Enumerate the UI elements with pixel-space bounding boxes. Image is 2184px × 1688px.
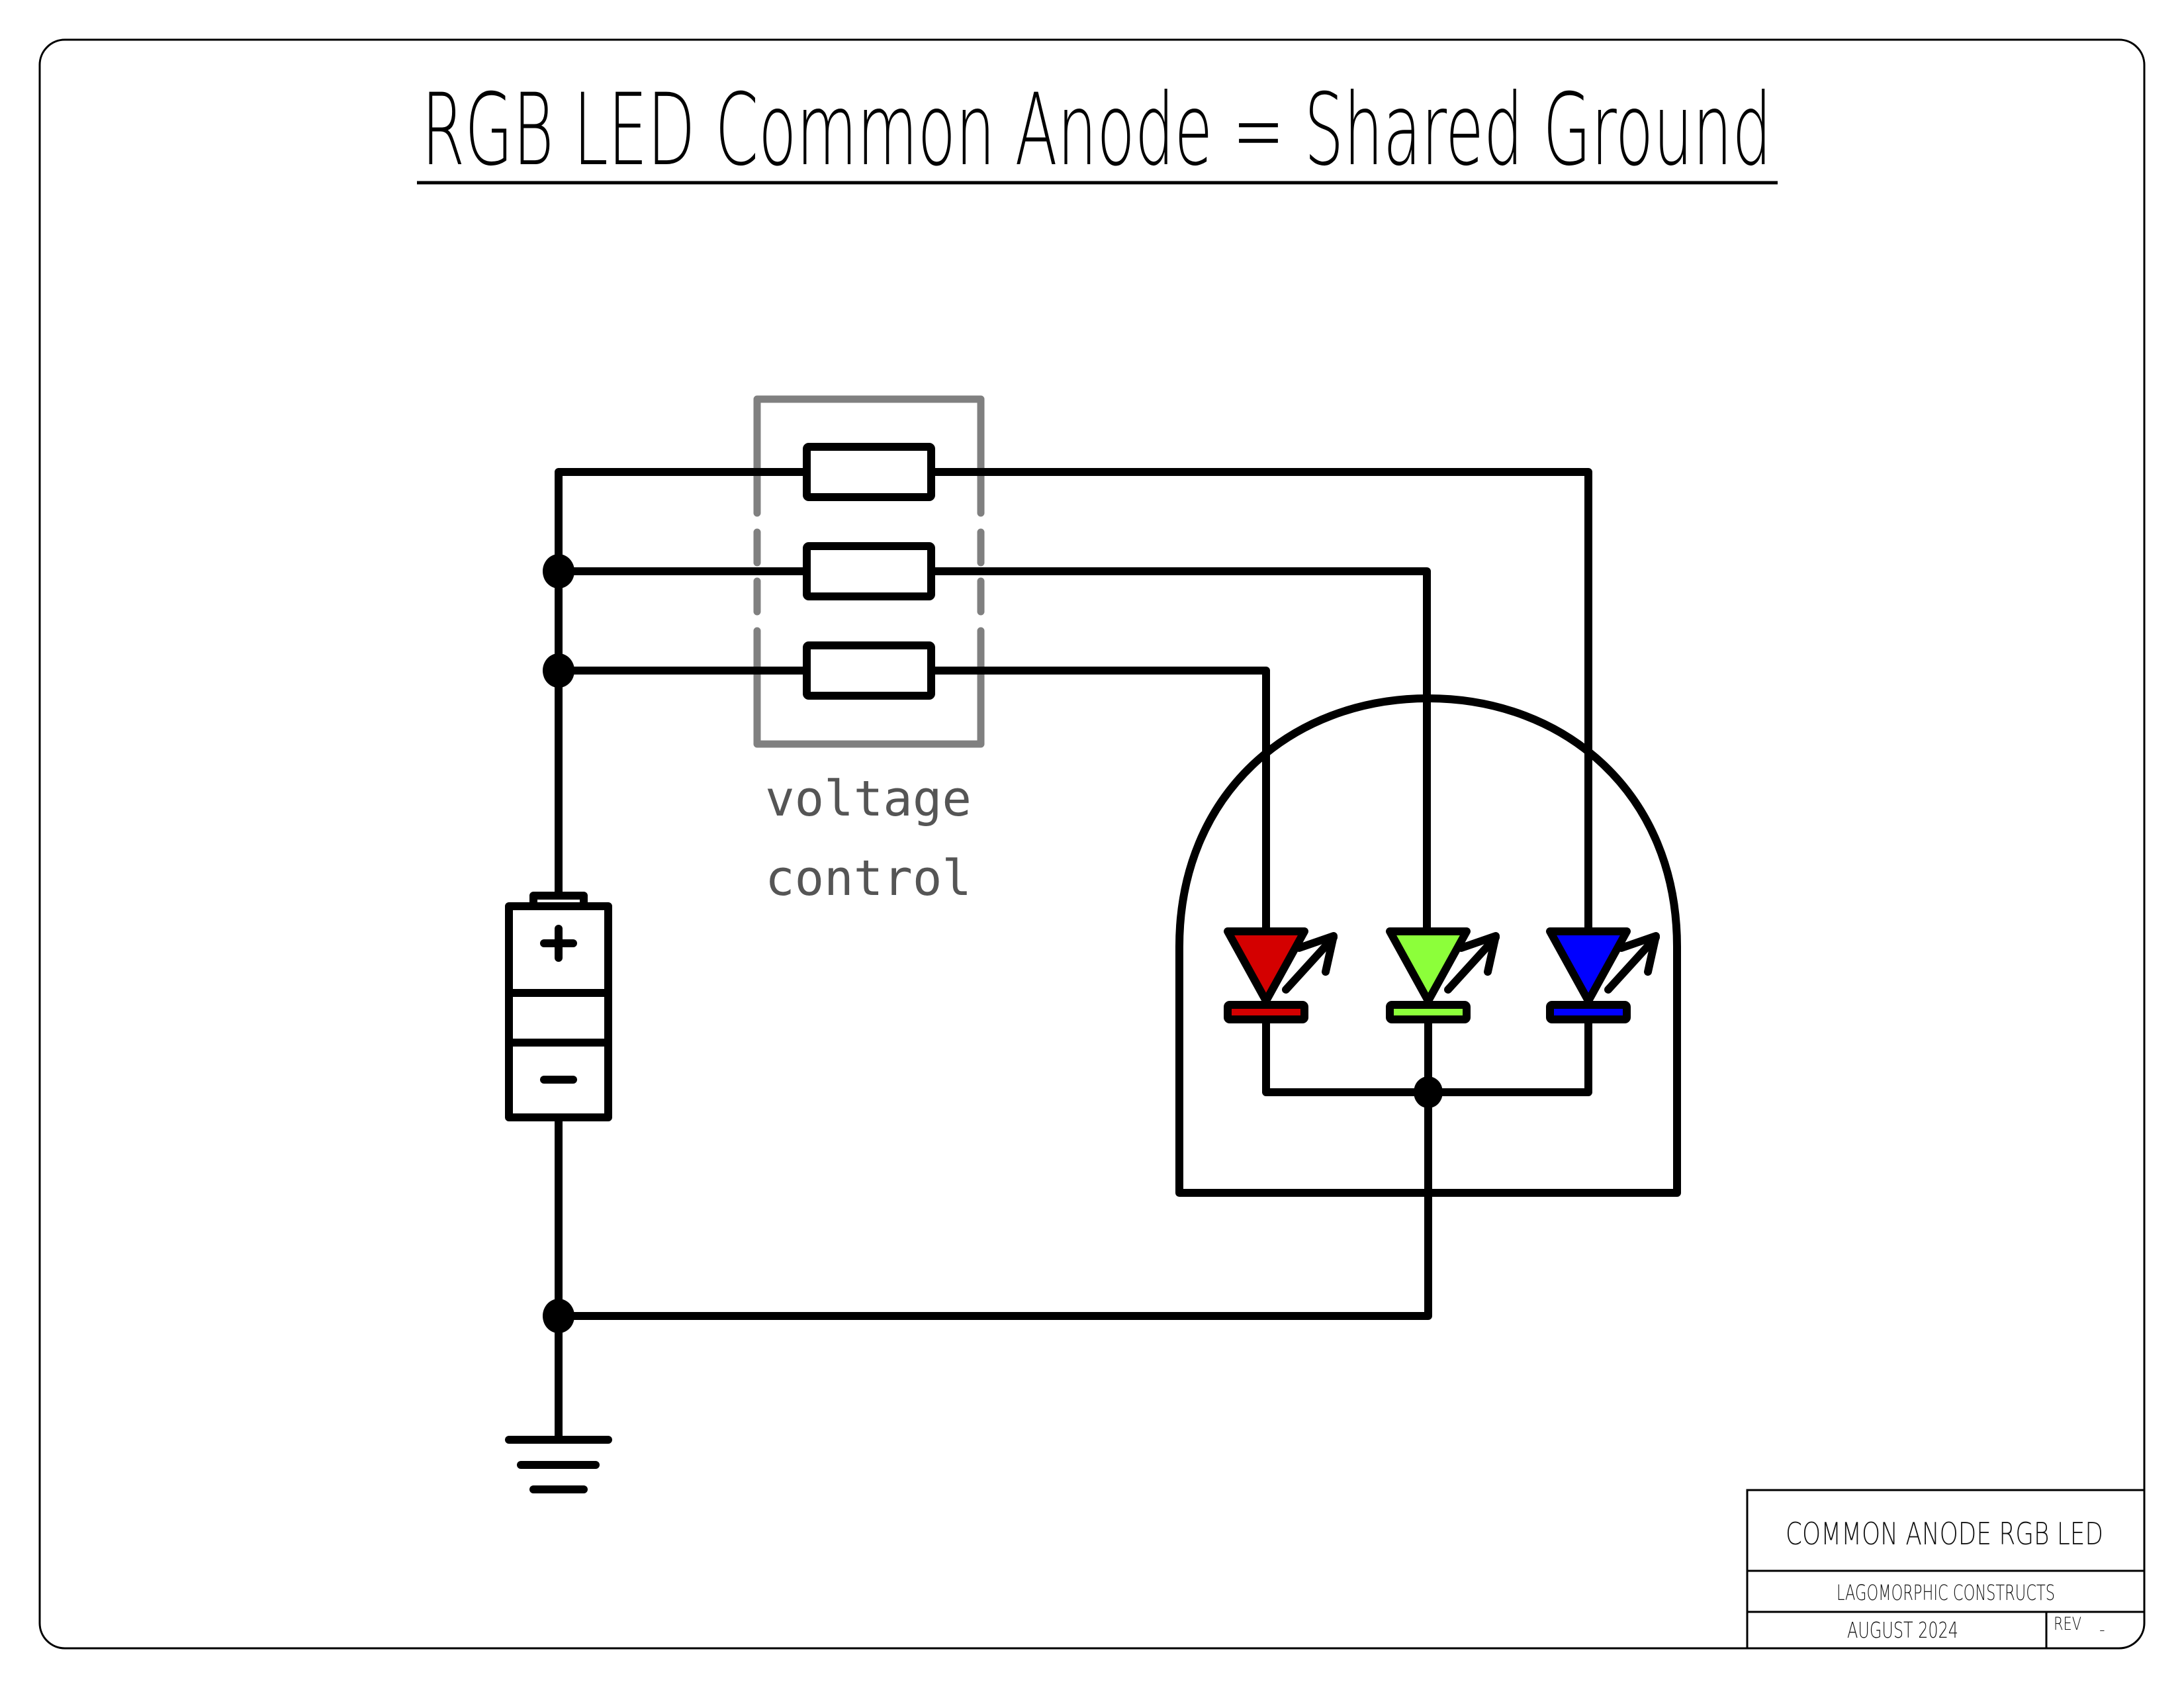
resistor-1 xyxy=(803,443,935,501)
led-green-triangle xyxy=(1386,927,1471,1005)
company-name: LAGOMORPHIC CONSTRUCTS xyxy=(1837,1580,2055,1605)
led-group xyxy=(1224,927,1660,1023)
return-wire xyxy=(555,1088,1432,1320)
sheet-border xyxy=(38,38,2146,1650)
led-red-triangle xyxy=(1224,927,1308,1005)
junction-node xyxy=(1414,1076,1443,1108)
light-emission-arrow-icon xyxy=(1604,932,1660,994)
led-red-cathode-bar xyxy=(1224,1001,1308,1023)
led-blue-cathode-bar xyxy=(1546,1001,1631,1023)
title-block: COMMON ANODE RGB LED LAGOMORPHIC CONSTRU… xyxy=(1746,1489,2144,1648)
resistor-3 xyxy=(803,641,935,700)
voltage-control-label-line2: control xyxy=(765,850,972,907)
battery xyxy=(505,892,612,1121)
wire-to-red-led xyxy=(927,667,1270,935)
voltage-control-box-top xyxy=(753,395,985,517)
led-red xyxy=(1224,927,1338,1023)
title-block-frame xyxy=(1746,1489,2144,1648)
led-blue xyxy=(1546,927,1660,1023)
rgb-led-package xyxy=(1175,694,1681,1197)
led-green-cathode-bar xyxy=(1386,1001,1471,1023)
junction-node xyxy=(543,554,574,588)
voltage-control-box-bottom xyxy=(753,627,985,748)
rev-label: REV xyxy=(2054,1614,2081,1634)
drawing-title: COMMON ANODE RGB LED xyxy=(1786,1516,2103,1552)
led-green xyxy=(1386,927,1500,1023)
supply-wire xyxy=(555,468,811,898)
light-emission-arrow-icon xyxy=(1282,932,1338,994)
wire-to-green-led xyxy=(927,567,1431,935)
resistor-2 xyxy=(803,542,935,600)
ground-icon xyxy=(505,1436,612,1493)
page-title: RGB LED Common Anode = Shared Ground xyxy=(422,73,1772,188)
plus-icon xyxy=(540,925,577,962)
drawing-date: AUGUST 2024 xyxy=(1847,1617,1958,1643)
wire-to-blue-led xyxy=(927,468,1592,935)
junction-node xyxy=(543,653,574,688)
voltage-control-box xyxy=(753,395,985,748)
voltage-control-label-line1: voltage xyxy=(765,771,972,827)
rev-value: - xyxy=(2099,1620,2105,1639)
light-emission-arrow-icon xyxy=(1444,932,1500,994)
led-blue-triangle xyxy=(1546,927,1631,1005)
